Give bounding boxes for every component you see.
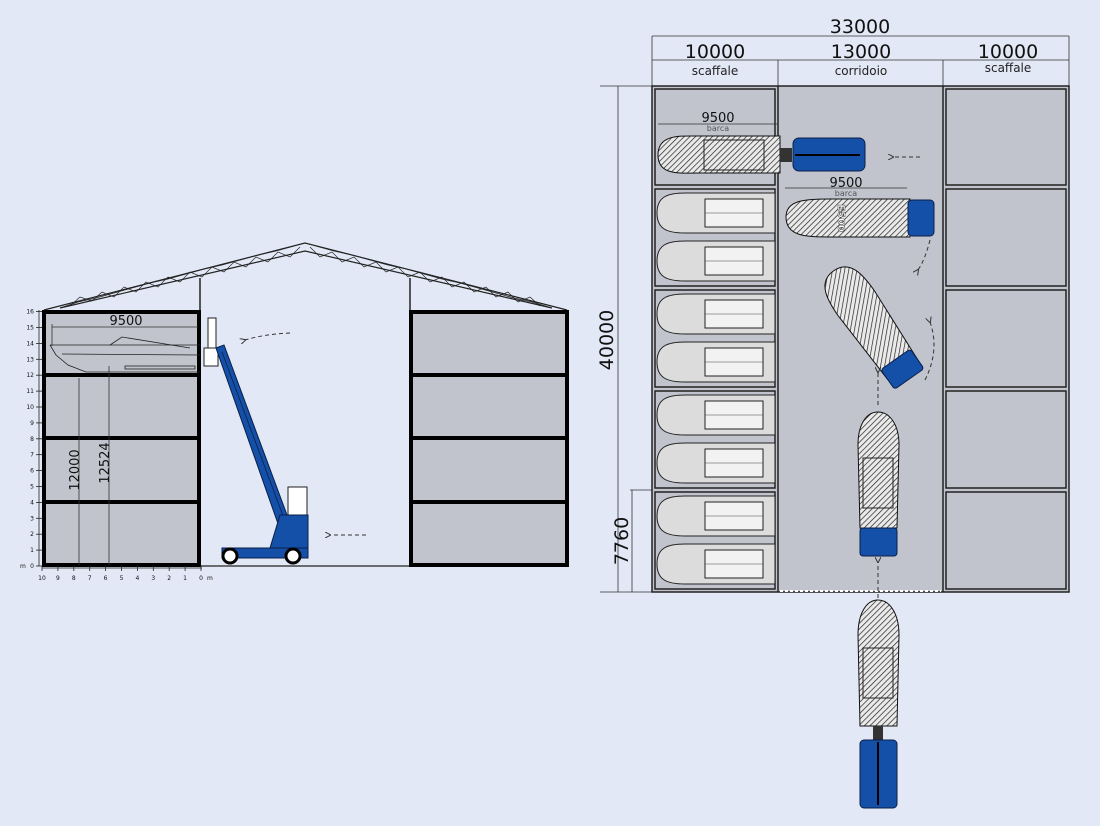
y-tick-label: 12 [26,372,34,379]
stored-boat [656,240,776,282]
x-axis-unit: m [207,575,213,582]
x-tick-label: 0 [199,575,203,582]
x-tick-label: 1 [183,575,187,582]
y-tick-label: 0 [30,563,34,570]
boat2-length-label: 9500 [829,176,862,191]
y-tick-label: 9 [30,420,34,427]
stored-boat [656,543,776,585]
motion-arrow-up [245,332,291,340]
stored-boat [656,293,776,335]
stored-boat [656,192,776,234]
dimension-bay-depth: 7760 [611,489,652,592]
elevation-view: 9500 12000 12524 01234567891011121314151… [20,242,569,582]
x-tick-label: 8 [72,575,76,582]
stored-boat [656,442,776,484]
boat2-label: barca [835,189,857,198]
height-12000-label: 12000 [68,449,83,490]
y-tick-label: 14 [26,340,34,347]
dimension-total-width: 33000 [652,16,1069,38]
height-12524-label: 12524 [98,442,113,483]
rack-bay [945,88,1067,186]
roof-truss [43,242,568,311]
x-tick-label: 10 [38,575,46,582]
stored-boat [656,394,776,436]
total-width-label: 33000 [830,16,890,38]
section-3-width: 10000 [978,41,1038,63]
plan-view: 33000 10000 scaffale 13000 corridoio 100… [596,16,1070,809]
section-3-label: scaffale [985,61,1032,75]
y-tick-label: 8 [30,436,34,443]
stored-boat [656,495,776,537]
boom-lift-machine [203,317,309,565]
x-tick-label: 7 [88,575,92,582]
boat-side-view [49,336,201,373]
section-1-width: 10000 [685,41,745,63]
rack-bay [945,390,1067,489]
boat-length-label: 9500 [109,314,142,329]
left-rack-elevation [42,310,201,567]
dimension-total-depth: 40000 [596,85,652,593]
boat-entering [857,599,900,809]
y-axis-unit: m [20,563,26,570]
right-rack-plan [945,88,1067,590]
stored-boat [656,341,776,383]
y-tick-label: 16 [26,309,34,316]
y-tick-label: 7 [30,452,34,459]
boat-in-corridor [857,411,900,598]
dimension-boat-length: 9500 [51,314,198,346]
y-tick-label: 10 [26,404,34,411]
y-tick-label: 2 [30,531,34,538]
boat-rotating [824,266,924,389]
rack-bay [945,188,1067,287]
boat-placement-1: 9500 barca [657,111,920,174]
x-tick-label: 4 [135,575,139,582]
section-2-width: 13000 [831,41,891,63]
x-tick-label: 2 [167,575,171,582]
x-tick-label: 6 [104,575,108,582]
total-depth-label: 40000 [596,310,618,370]
bay-depth-label: 7760 [611,517,633,565]
machine-model-label: E500 [835,204,846,232]
boat1-label: barca [707,124,729,133]
y-tick-label: 5 [30,484,34,491]
y-tick-label: 1 [30,547,34,554]
rack-bay [945,491,1067,590]
x-tick-label: 9 [56,575,60,582]
y-tick-label: 3 [30,515,34,522]
y-tick-label: 11 [26,388,34,395]
right-rack-elevation [409,310,569,567]
y-tick-label: 13 [26,356,34,363]
rotation-arrow [924,322,935,381]
section-2-label: corridoio [835,64,888,78]
boat1-length-label: 9500 [701,111,734,126]
x-tick-label: 3 [151,575,155,582]
y-tick-label: 6 [30,468,34,475]
boat-placement-2: 9500 barca E500 [785,176,935,270]
y-tick-label: 4 [30,499,34,506]
rack-bay [945,289,1067,388]
section-1-label: scaffale [692,64,739,78]
y-tick-label: 15 [26,325,34,332]
x-tick-label: 5 [120,575,124,582]
